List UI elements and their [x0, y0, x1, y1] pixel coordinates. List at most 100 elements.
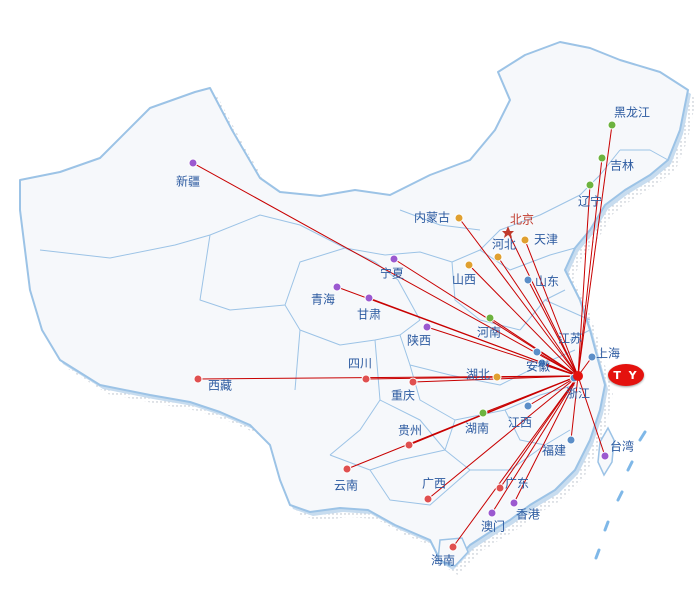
province-label-shanghai: 上海 — [595, 346, 621, 361]
city-marker[interactable] — [188, 158, 198, 168]
city-marker[interactable] — [520, 235, 530, 245]
province-border — [504, 409, 546, 446]
province-label-xinjiang: 新疆 — [175, 174, 201, 189]
province-label-sichuan: 四川 — [347, 356, 373, 371]
city-marker[interactable] — [389, 254, 399, 264]
city-marker[interactable] — [523, 401, 533, 411]
city-marker[interactable] — [587, 352, 597, 362]
city-marker[interactable] — [495, 483, 505, 493]
route-line — [496, 375, 579, 378]
hub-badge[interactable]: T Y — [608, 364, 644, 386]
province-label-liaoning: 辽宁 — [577, 194, 603, 209]
route-line — [426, 326, 579, 377]
province-label-tianjin: 天津 — [533, 232, 559, 247]
route-lines — [192, 124, 613, 548]
province-label-xizang: 西藏 — [207, 378, 233, 393]
province-label-hongkong: 香港 — [515, 507, 541, 522]
sea-dash — [603, 520, 610, 532]
province-border — [329, 339, 381, 456]
province-label-guangdong: 广东 — [504, 476, 530, 491]
route-line — [507, 231, 579, 377]
route-line — [468, 264, 579, 377]
city-marker[interactable] — [523, 275, 533, 285]
sea-dash — [638, 430, 647, 442]
province-label-ningxia: 宁夏 — [379, 266, 405, 281]
city-marker[interactable] — [487, 508, 497, 518]
province-label-henan: 河南 — [476, 325, 502, 340]
city-markers — [188, 120, 617, 552]
province-border — [344, 247, 421, 336]
province-border — [284, 247, 346, 306]
province-border — [284, 304, 401, 346]
city-marker[interactable] — [454, 213, 464, 223]
province-border — [369, 469, 471, 506]
route-line — [513, 375, 579, 504]
hainan-island — [437, 537, 469, 567]
province-label-shanxi: 山西 — [451, 272, 477, 287]
city-marker[interactable] — [342, 464, 352, 474]
route-line — [577, 124, 613, 377]
city-marker[interactable] — [364, 293, 374, 303]
province-label-gansu: 甘肃 — [356, 307, 382, 322]
route-line — [458, 217, 579, 377]
city-marker[interactable] — [423, 494, 433, 504]
city-marker[interactable] — [448, 542, 458, 552]
province-label-zhejiang: 浙江 — [565, 386, 591, 401]
sea-dash — [616, 490, 624, 502]
province-border — [569, 329, 591, 341]
islands — [437, 426, 647, 567]
city-marker[interactable] — [597, 153, 607, 163]
city-marker[interactable] — [566, 435, 576, 445]
city-marker[interactable] — [404, 440, 414, 450]
route-line — [527, 375, 579, 407]
province-label-taiwan: 台湾 — [609, 439, 635, 454]
city-marker[interactable] — [509, 498, 519, 508]
route-line — [489, 317, 579, 377]
city-marker[interactable] — [408, 377, 418, 387]
province-label-qinghai: 青海 — [310, 292, 336, 307]
city-marker[interactable] — [607, 120, 617, 130]
city-marker[interactable] — [193, 374, 203, 384]
route-line — [570, 375, 579, 441]
province-label-jiangsu: 江苏 — [557, 331, 583, 346]
city-marker[interactable] — [532, 347, 542, 357]
province-label-heilongjiang: 黑龙江 — [613, 105, 651, 120]
province-border — [329, 449, 446, 471]
city-marker[interactable] — [332, 282, 342, 292]
city-marker[interactable] — [485, 313, 495, 323]
sea-dash — [594, 548, 601, 560]
city-marker[interactable] — [585, 180, 595, 190]
city-marker[interactable] — [478, 408, 488, 418]
route-line — [491, 375, 579, 514]
city-marker[interactable] — [464, 260, 474, 270]
route-line — [427, 375, 579, 500]
route-line — [452, 375, 579, 548]
city-marker[interactable] — [493, 252, 503, 262]
province-label-shaanxi: 陕西 — [406, 333, 432, 348]
city-marker[interactable] — [361, 374, 371, 384]
capital-star-icon[interactable] — [502, 226, 514, 238]
route-line — [527, 279, 579, 377]
city-marker[interactable] — [422, 322, 432, 332]
city-marker[interactable] — [537, 358, 547, 368]
province-label-fujian: 福建 — [541, 443, 567, 458]
route-line — [541, 362, 579, 377]
hub-dot[interactable] — [573, 371, 583, 381]
route-line — [497, 256, 579, 377]
city-marker[interactable] — [600, 451, 610, 461]
province-border — [39, 234, 211, 259]
route-line — [536, 351, 579, 377]
city-marker[interactable] — [492, 372, 502, 382]
province-label-jiangxi: 江西 — [507, 415, 533, 430]
province-label-macau: 澳门 — [480, 519, 506, 534]
province-border — [444, 419, 571, 471]
province-border — [199, 234, 286, 311]
province-label-hubei: 湖北 — [465, 367, 491, 382]
route-line — [346, 375, 579, 470]
province-label-shandong: 山东 — [534, 274, 560, 289]
province-border — [209, 214, 386, 256]
sea-dash — [626, 460, 634, 472]
route-line — [577, 184, 591, 377]
